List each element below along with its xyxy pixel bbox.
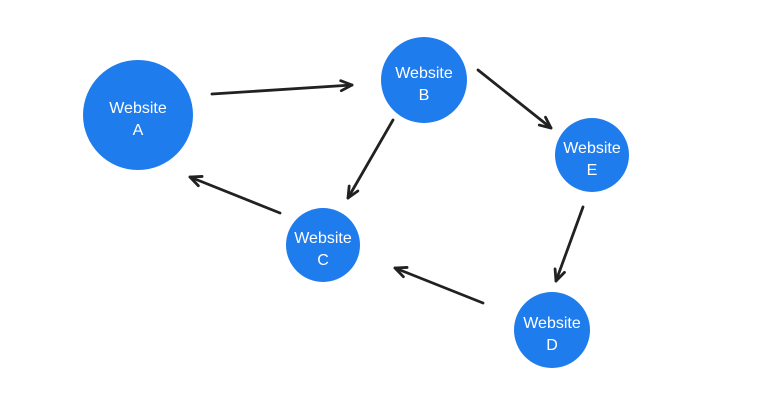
node-label-line2: D bbox=[546, 337, 558, 354]
node-label-line1: Website bbox=[563, 140, 621, 157]
node-label-line2: A bbox=[133, 122, 144, 139]
arrow-e-to-d bbox=[553, 205, 585, 283]
node-circle-e bbox=[555, 118, 629, 192]
arrow-b-to-c bbox=[346, 118, 395, 200]
node-circle-c bbox=[286, 208, 360, 282]
node-label-line2: B bbox=[419, 87, 430, 104]
node-circle-d bbox=[514, 292, 590, 368]
arrow-a-to-b bbox=[210, 79, 354, 96]
node-label-line2: E bbox=[587, 162, 598, 179]
node-label-line1: Website bbox=[294, 230, 352, 247]
node-label-line1: Website bbox=[523, 315, 581, 332]
arrow-c-to-a bbox=[188, 175, 282, 215]
arrow-b-to-e bbox=[476, 68, 553, 130]
arrow-d-to-c bbox=[393, 266, 485, 305]
node-label-line1: Website bbox=[395, 65, 453, 82]
node-circle-a bbox=[83, 60, 193, 170]
edges-layer bbox=[188, 68, 585, 305]
node-label-line1: Website bbox=[109, 100, 167, 117]
node-circle-b bbox=[381, 37, 467, 123]
node-label-line2: C bbox=[317, 252, 329, 269]
